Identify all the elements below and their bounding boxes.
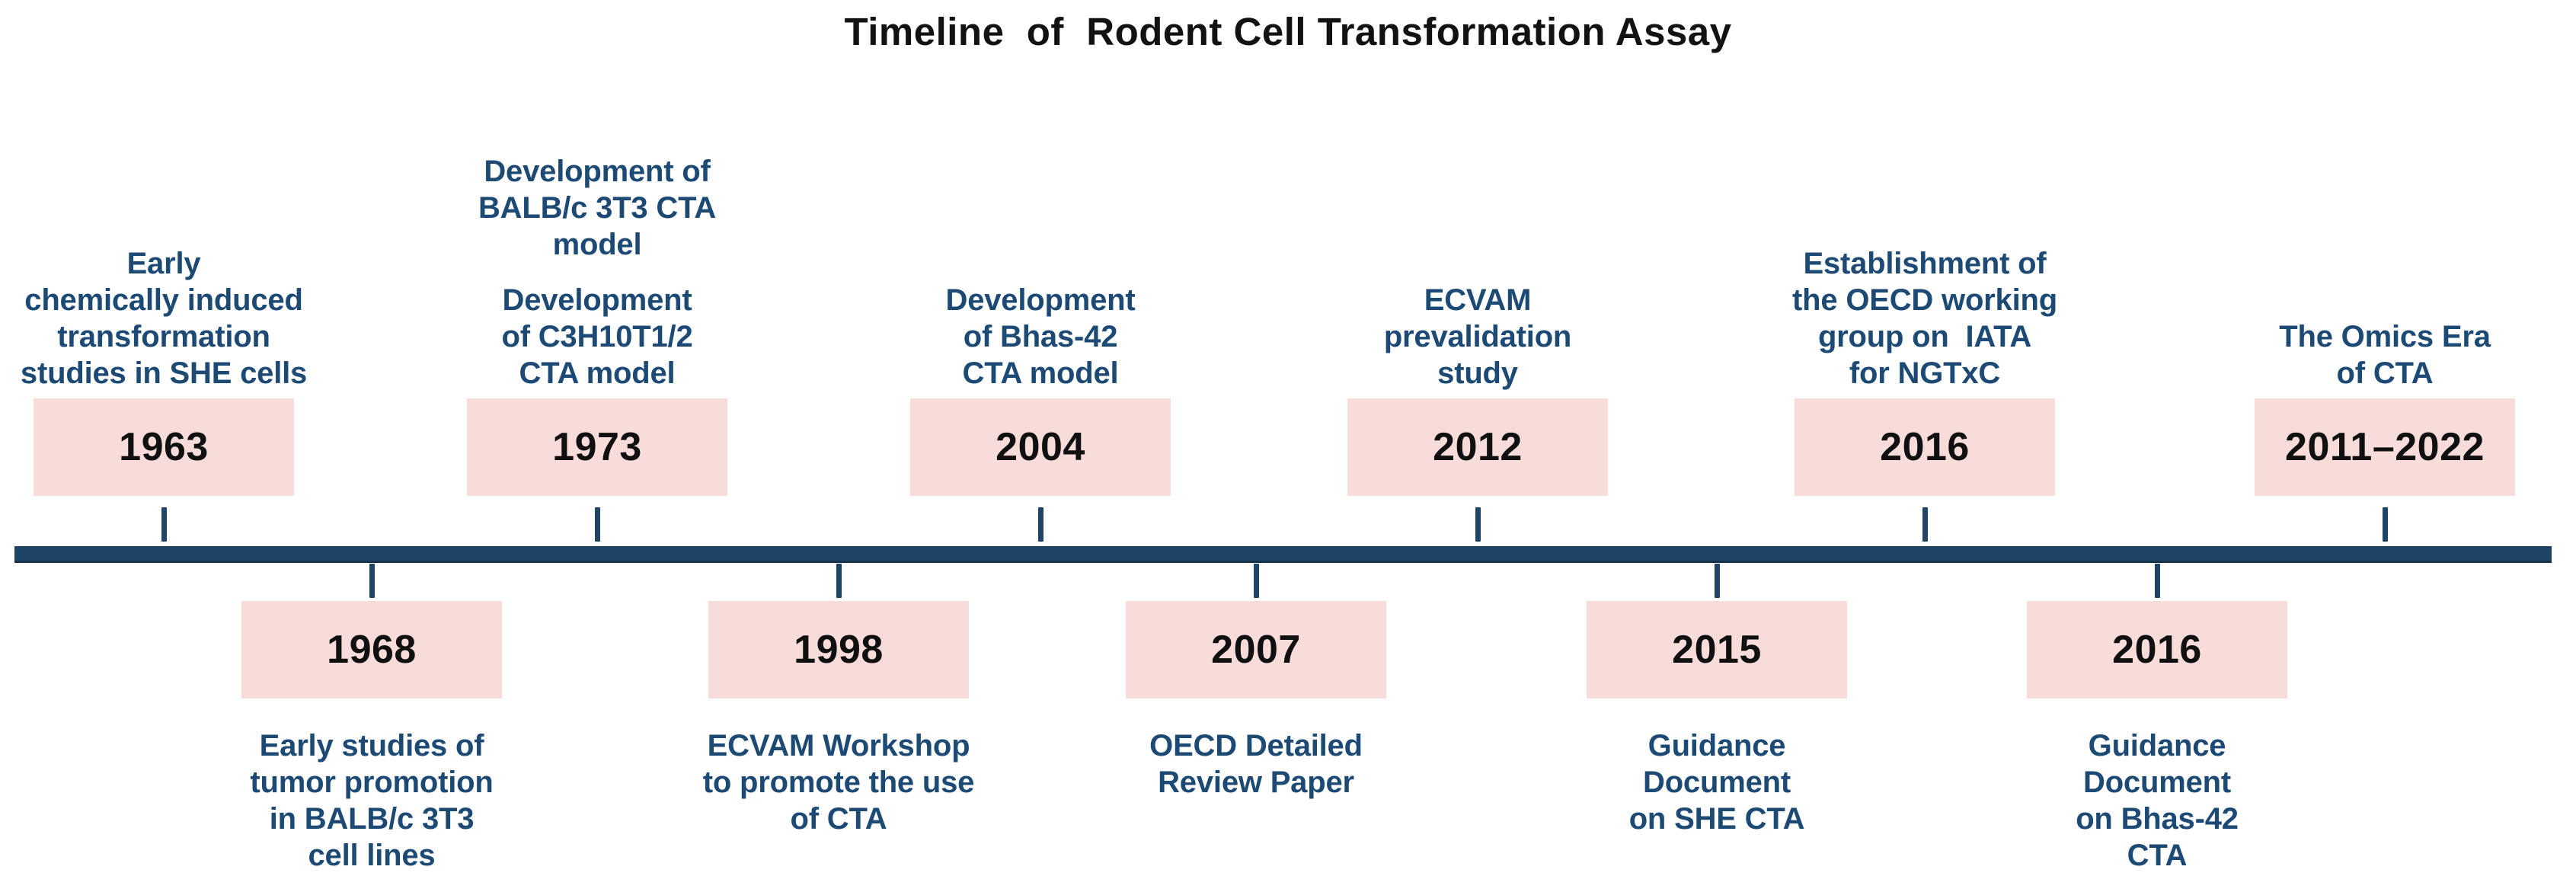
event-label-text: Guidance Document on SHE CTA xyxy=(1628,729,1805,836)
timeline-tick xyxy=(369,564,375,598)
event-label-text: Establishment of the OECD working group … xyxy=(1792,247,2057,390)
year-box: 2004 xyxy=(910,398,1171,496)
top-event-label: Early chemically induced transformation … xyxy=(21,245,307,392)
timeline-tick xyxy=(2155,564,2160,598)
timeline-tick xyxy=(1715,564,1720,598)
event-label-text: Development of C3H10T1/2 CTA model xyxy=(501,283,693,390)
bottom-event-label: OECD Detailed Review Paper xyxy=(1149,727,1363,801)
year-box: 1968 xyxy=(241,601,502,699)
timeline-tick xyxy=(836,564,842,598)
year-box: 2007 xyxy=(1126,601,1386,699)
year-box: 2015 xyxy=(1587,601,1847,699)
year-box: 1963 xyxy=(34,398,294,496)
event-label-text: ECVAM Workshop to promote the use of CTA xyxy=(702,729,975,836)
top-event-label: Establishment of the OECD working group … xyxy=(1792,245,2057,392)
page-title: Timeline of Rodent Cell Transformation A… xyxy=(844,10,1732,53)
bottom-event-label: ECVAM Workshop to promote the use of CTA xyxy=(702,727,975,837)
year-box: 2016 xyxy=(1795,398,2055,496)
timeline-tick xyxy=(595,507,600,542)
event-label-text: Development of BALB/c 3T3 CTA model xyxy=(478,155,717,261)
timeline-bar xyxy=(14,546,2552,563)
timeline-tick xyxy=(161,507,167,542)
year-box: 2011–2022 xyxy=(2255,398,2515,496)
year-box: 2012 xyxy=(1347,398,1608,496)
event-label-text: ECVAM prevalidation study xyxy=(1383,283,1572,390)
timeline-tick xyxy=(1038,507,1044,542)
timeline-tick xyxy=(1475,507,1481,542)
event-label-text: Early studies of tumor promotion in BALB… xyxy=(250,729,494,872)
timeline-tick xyxy=(1922,507,1928,542)
bottom-event-label: Early studies of tumor promotion in BALB… xyxy=(250,727,493,874)
year-box: 2016 xyxy=(2027,601,2287,699)
year-box: 1998 xyxy=(708,601,969,699)
timeline-tick xyxy=(2383,507,2388,542)
top-event-label: ECVAM prevalidation study xyxy=(1383,282,1572,392)
event-label-text: OECD Detailed Review Paper xyxy=(1149,729,1363,799)
bottom-event-label: Guidance Document on Bhas-42 CTA xyxy=(2076,727,2239,874)
event-label-text: The Omics Era of CTA xyxy=(2279,320,2491,390)
event-label-text: Guidance Document on Bhas-42 CTA xyxy=(2076,729,2239,872)
top-event-label: The Omics Era of CTA xyxy=(2279,318,2491,392)
bottom-event-label: Guidance Document on SHE CTA xyxy=(1629,727,1805,837)
top-event-label: Development of Bhas-42 CTA model xyxy=(946,282,1136,392)
year-box: 1973 xyxy=(467,398,727,496)
event-label-text: Early chemically induced transformation … xyxy=(20,247,308,390)
timeline-tick xyxy=(1254,564,1259,598)
event-label-text: Development of Bhas-42 CTA model xyxy=(945,283,1136,390)
